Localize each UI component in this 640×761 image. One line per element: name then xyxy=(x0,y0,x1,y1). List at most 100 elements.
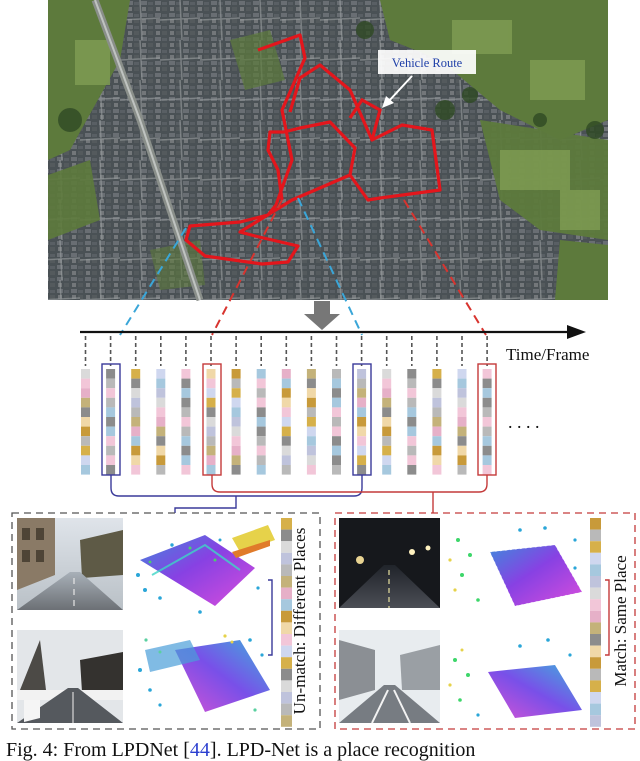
descriptor-cell xyxy=(382,426,392,437)
descriptor-cell xyxy=(281,445,291,456)
descriptor-cell xyxy=(590,529,601,542)
descriptor-cell xyxy=(281,455,291,465)
descriptor-cell xyxy=(457,436,467,446)
descriptor-cell xyxy=(357,407,367,417)
descriptor-cell xyxy=(306,465,316,475)
descriptor-cell xyxy=(206,378,216,389)
descriptor-cell xyxy=(357,378,367,389)
descriptor-cell xyxy=(131,465,141,475)
descriptor-cell xyxy=(281,397,291,408)
descriptor-cell xyxy=(281,703,292,716)
descriptor-cell xyxy=(306,455,316,465)
descriptor-cell xyxy=(357,455,367,465)
descriptor-cell xyxy=(482,397,492,408)
descriptor-cell xyxy=(457,455,467,465)
descriptor-cell xyxy=(206,397,216,408)
descriptor-cell xyxy=(281,692,292,704)
descriptor-cell xyxy=(131,417,141,427)
descriptor-cell xyxy=(457,417,467,427)
point-cloud-unmatch-1 xyxy=(136,525,275,614)
descriptor-cell xyxy=(382,397,392,408)
descriptor-cell xyxy=(256,397,266,408)
descriptor-cell xyxy=(432,465,442,475)
descriptor-cell xyxy=(281,564,292,576)
descriptor-cell xyxy=(590,703,601,716)
descriptor-cell xyxy=(332,397,341,408)
descriptor-cell xyxy=(256,388,266,398)
descriptor-cell xyxy=(206,426,216,437)
descriptor-cell xyxy=(231,465,241,475)
descriptor-cell xyxy=(407,388,417,398)
descriptor-cell xyxy=(131,436,141,446)
descriptor-cell xyxy=(281,417,291,427)
descriptor-cell xyxy=(357,426,367,437)
point-cloud-match-2 xyxy=(448,638,582,718)
descriptor-cell xyxy=(281,668,292,681)
camera-image-match-2 xyxy=(339,630,440,724)
descriptor-cell xyxy=(590,610,601,623)
descriptor-cell xyxy=(131,455,141,465)
descriptor-cell xyxy=(106,445,116,456)
descriptor-cell xyxy=(106,455,116,465)
descriptor-cell xyxy=(482,445,492,456)
descriptor-cell xyxy=(81,436,90,446)
descriptor-cell xyxy=(457,445,467,456)
descriptor-cell xyxy=(590,692,601,704)
descriptor-cell xyxy=(382,369,392,379)
descriptor-cell xyxy=(590,668,601,681)
descriptor-cell xyxy=(357,397,367,408)
camera-image-unmatch-2 xyxy=(17,630,123,723)
descriptor-cell xyxy=(407,417,417,427)
descriptor-match xyxy=(590,518,601,727)
descriptor-cell xyxy=(131,397,141,408)
route-label: Vehicle Route xyxy=(392,56,463,70)
descriptor-cell xyxy=(281,715,292,727)
descriptor-cell xyxy=(590,715,601,727)
descriptor-cell xyxy=(306,436,316,446)
descriptor-cell xyxy=(306,445,316,456)
descriptor-cell xyxy=(407,407,417,417)
descriptor-cell xyxy=(382,455,392,465)
descriptor-cell xyxy=(482,388,492,398)
vehicle-route-path xyxy=(184,33,442,266)
descriptor-cell xyxy=(306,426,316,437)
descriptor-cell xyxy=(231,388,241,398)
descriptor-cell xyxy=(382,445,392,456)
descriptor-cell xyxy=(156,455,166,465)
descriptor-cell xyxy=(206,417,216,427)
caption-reference[interactable]: 44 xyxy=(189,739,210,761)
caption-prefix: Fig. 4: From LPDNet [ xyxy=(6,739,190,761)
descriptor-cell xyxy=(181,397,191,408)
descriptor-cell xyxy=(81,426,90,437)
descriptor-cell xyxy=(206,407,216,417)
descriptor-cell xyxy=(590,599,601,611)
descriptor-cell xyxy=(407,369,417,379)
descriptor-cell xyxy=(181,445,191,456)
caption-suffix: ]. LPD-Net is a place recognition xyxy=(209,739,476,761)
descriptor-cell xyxy=(482,378,492,389)
descriptor-cell xyxy=(457,397,467,408)
descriptor-cell xyxy=(382,407,392,417)
descriptor-cell xyxy=(231,369,241,379)
figure: Vehicle Route Time/Frame . . . . xyxy=(11,0,636,730)
descriptor-cell xyxy=(231,378,241,389)
descriptor-cell xyxy=(357,436,367,446)
descriptor-cell xyxy=(106,397,116,408)
time-axis: Time/Frame xyxy=(80,325,589,364)
descriptor-cell xyxy=(256,465,266,475)
descriptor-cell xyxy=(281,622,292,634)
descriptor-cell xyxy=(590,680,601,692)
descriptor-cell xyxy=(432,369,442,379)
descriptor-cell xyxy=(256,436,266,446)
descriptor-cell xyxy=(332,426,341,437)
descriptor-cell xyxy=(281,587,292,600)
descriptor-cell xyxy=(590,587,601,600)
descriptor-cell xyxy=(281,407,291,417)
descriptor-cell xyxy=(156,445,166,456)
descriptor-cell xyxy=(357,388,367,398)
descriptor-cell xyxy=(256,455,266,465)
descriptor-cell xyxy=(382,378,392,389)
descriptor-cell xyxy=(231,417,241,427)
descriptor-cell xyxy=(357,417,367,427)
descriptor-cell xyxy=(457,407,467,417)
